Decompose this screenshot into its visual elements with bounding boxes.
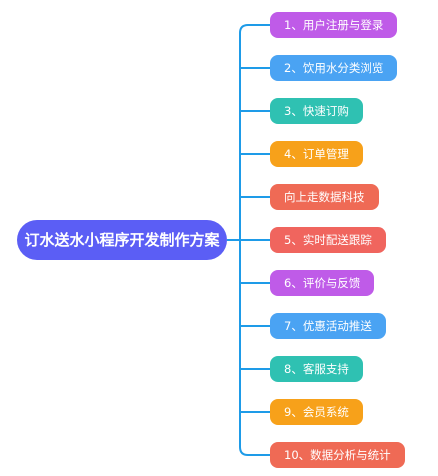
branch-node[interactable]: 1、用户注册与登录 — [270, 12, 398, 38]
branch-node[interactable]: 8、客服支持 — [270, 356, 363, 382]
branch-node[interactable]: 5、实时配送跟踪 — [270, 227, 386, 253]
branch-node[interactable]: 向上走数据科技 — [270, 184, 379, 210]
branch-node[interactable]: 9、会员系统 — [270, 399, 363, 425]
branch-node[interactable]: 7、优惠活动推送 — [270, 313, 386, 339]
branch-node[interactable]: 10、数据分析与统计 — [270, 442, 405, 468]
branch-node[interactable]: 3、快速订购 — [270, 98, 363, 124]
branch-node[interactable]: 2、饮用水分类浏览 — [270, 55, 398, 81]
root-node[interactable]: 订水送水小程序开发制作方案 — [17, 220, 227, 260]
branch-node[interactable]: 4、订单管理 — [270, 141, 363, 167]
branch-node[interactable]: 6、评价与反馈 — [270, 270, 375, 296]
